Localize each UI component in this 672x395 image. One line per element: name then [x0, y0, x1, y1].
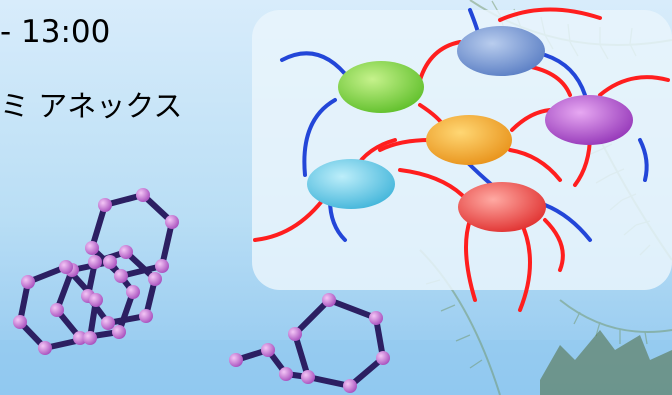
fern-leaves-illustration: [540, 330, 672, 395]
hexagon-molecule-icon: [13, 188, 179, 355]
hexagon-molecule-icon: [229, 293, 390, 393]
molecular-network-illustration: [253, 7, 670, 312]
event-venue-text: ミ アネックス: [0, 89, 183, 123]
event-time-text: - 13:00: [0, 14, 111, 50]
